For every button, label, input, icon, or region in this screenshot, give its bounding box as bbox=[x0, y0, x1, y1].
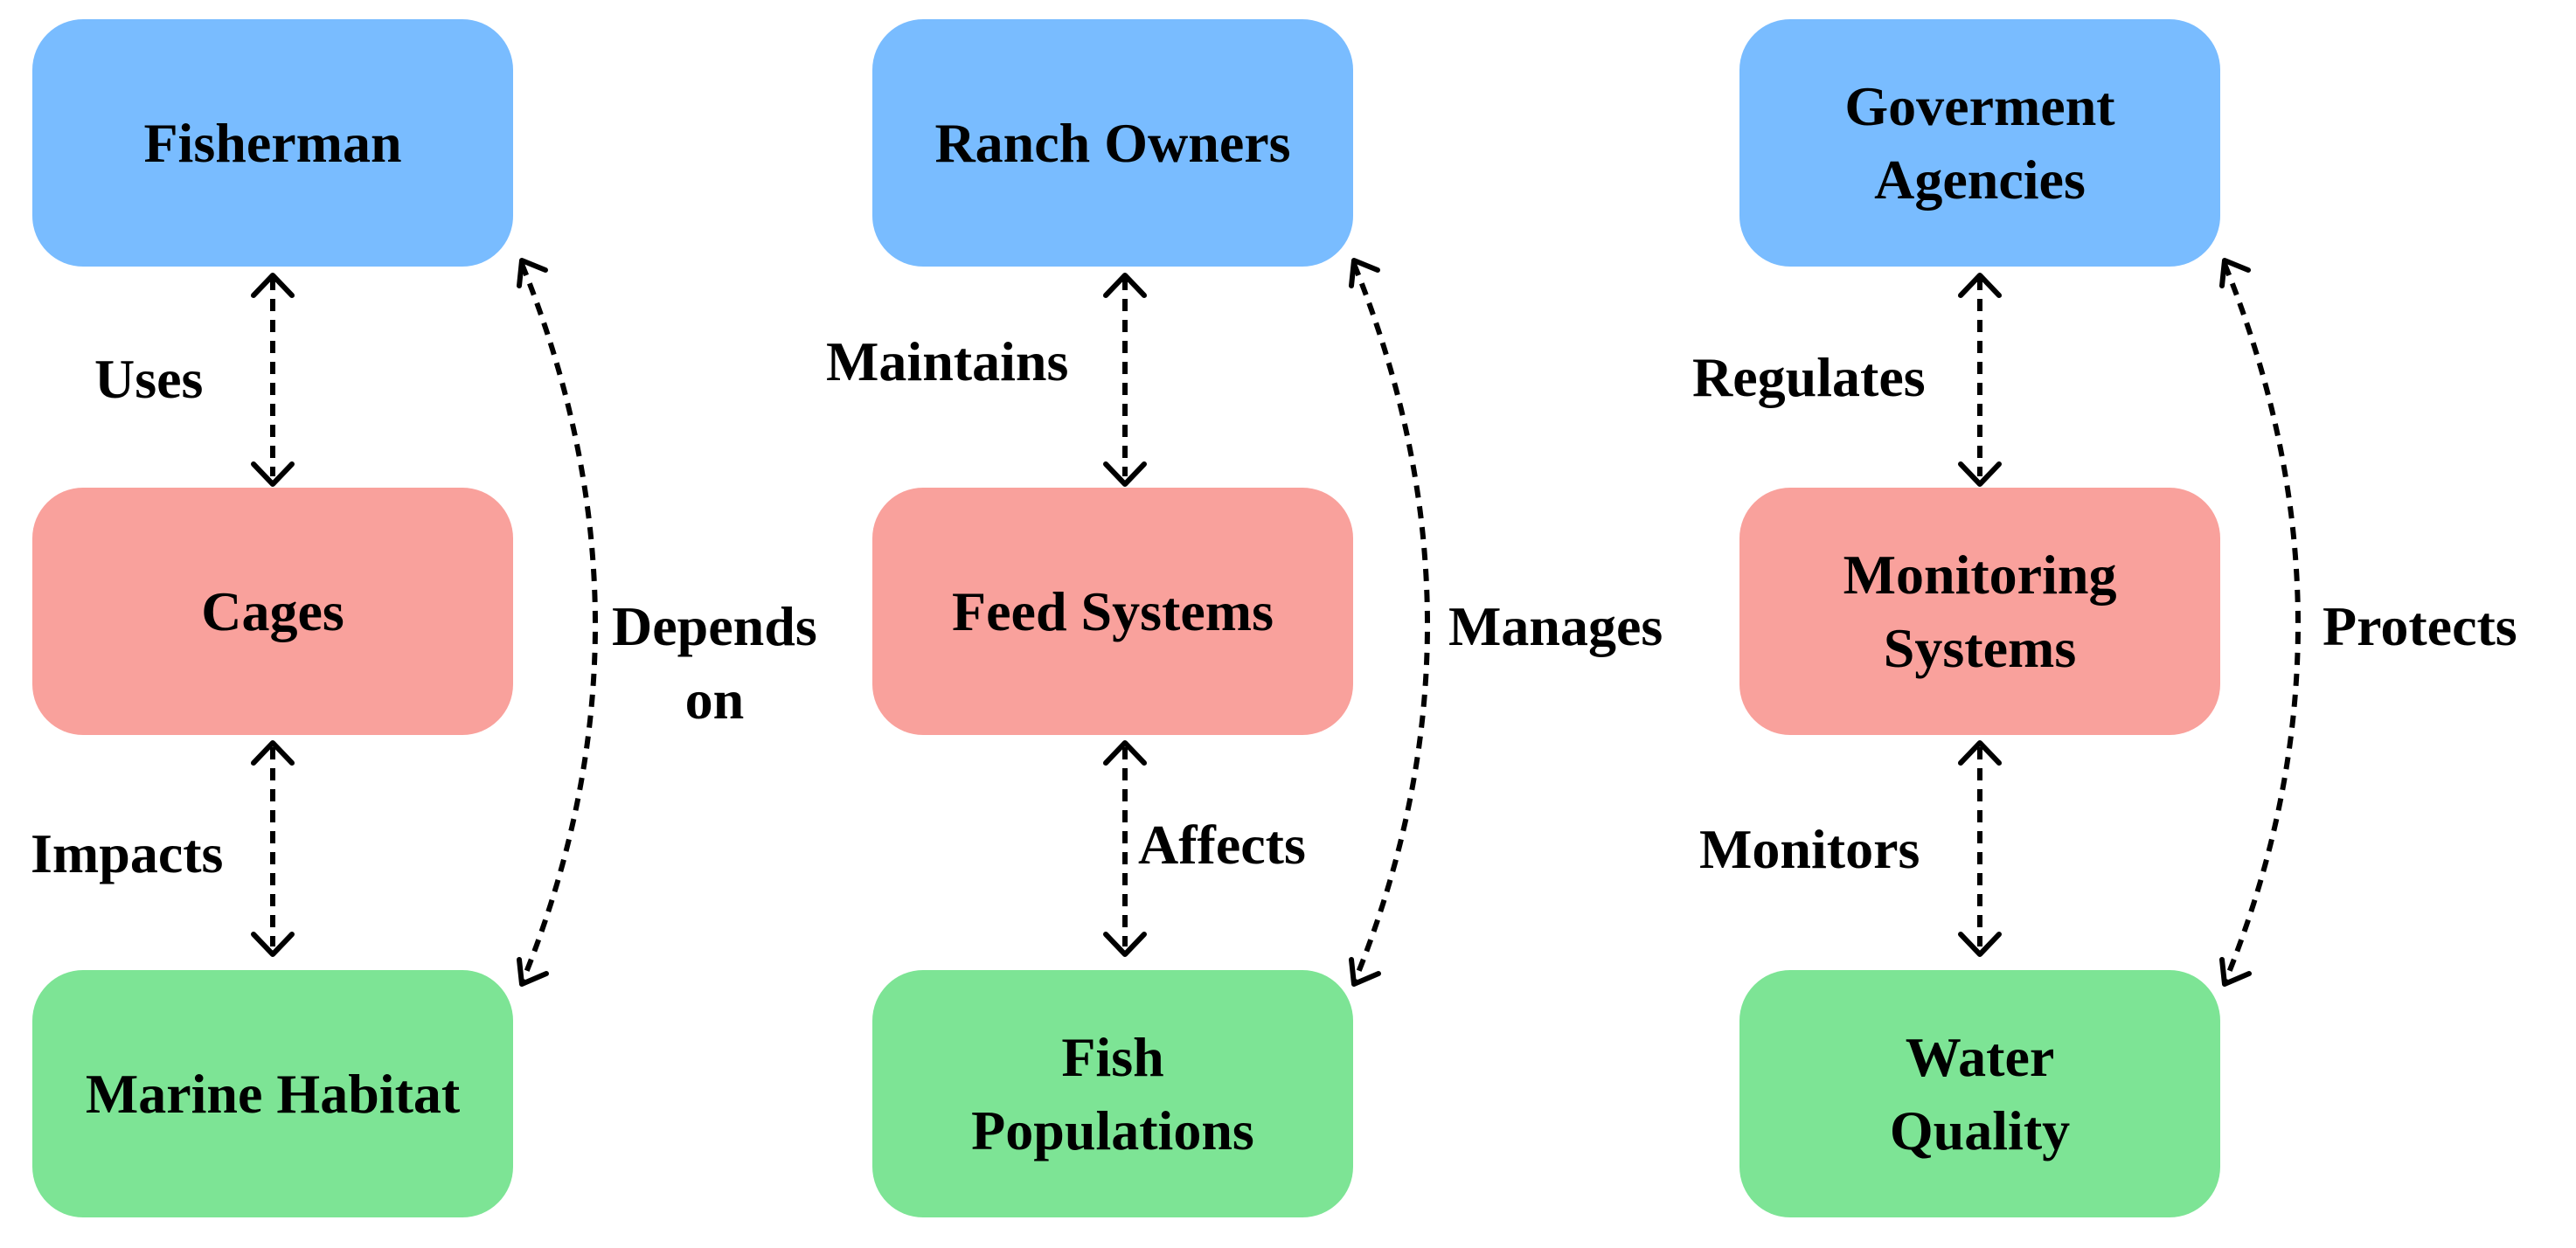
node-ranch-owners: Ranch Owners bbox=[872, 19, 1353, 267]
node-feed-systems: Feed Systems bbox=[872, 488, 1353, 735]
node-water-quality: Water Quality bbox=[1739, 970, 2220, 1217]
edge-agencies-monitoring-systems bbox=[1958, 273, 2002, 487]
edge-monitoring-systems-water-quality bbox=[1958, 740, 2002, 957]
edge-feed-systems-fish-populations bbox=[1103, 740, 1147, 957]
edge-fisherman-marine-habitat bbox=[517, 258, 598, 987]
node-label: Water Quality bbox=[1889, 1025, 2071, 1161]
node-label: Fish Populations bbox=[971, 1025, 1254, 1161]
edge-label-manages: Manages bbox=[1448, 595, 1663, 657]
node-label: Fisherman bbox=[143, 111, 402, 174]
edge-label-depends-on: Depends on bbox=[612, 595, 817, 731]
edge-label-maintains: Maintains bbox=[826, 330, 1069, 392]
node-government-agencies: Goverment Agencies bbox=[1739, 19, 2220, 267]
edge-label-impacts: Impacts bbox=[31, 822, 224, 884]
edge-label-uses: Uses bbox=[94, 348, 204, 410]
node-label: Goverment Agencies bbox=[1844, 74, 2115, 211]
node-fisherman: Fisherman bbox=[32, 19, 513, 267]
edge-label-affects: Affects bbox=[1138, 814, 1306, 876]
node-label: Feed Systems bbox=[952, 579, 1274, 642]
node-label: Marine Habitat bbox=[85, 1062, 461, 1125]
node-fish-populations: Fish Populations bbox=[872, 970, 1353, 1217]
node-monitoring-systems: Monitoring Systems bbox=[1739, 488, 2220, 735]
edge-label-protects: Protects bbox=[2323, 595, 2517, 657]
edge-label-regulates: Regulates bbox=[1692, 346, 1926, 408]
node-label: Ranch Owners bbox=[934, 111, 1291, 174]
edge-agencies-water-quality bbox=[2219, 258, 2301, 987]
node-label: Cages bbox=[201, 579, 344, 642]
edge-ranch-owners-feed-systems bbox=[1103, 273, 1147, 487]
edge-ranch-owners-fish-populations bbox=[1349, 258, 1430, 987]
edge-cages-marine-habitat bbox=[251, 740, 295, 957]
node-cages: Cages bbox=[32, 488, 513, 735]
node-label: Monitoring Systems bbox=[1843, 543, 2117, 679]
edge-label-monitors: Monitors bbox=[1699, 818, 1920, 880]
edge-fisherman-cages bbox=[251, 273, 295, 487]
node-marine-habitat: Marine Habitat bbox=[32, 970, 513, 1217]
